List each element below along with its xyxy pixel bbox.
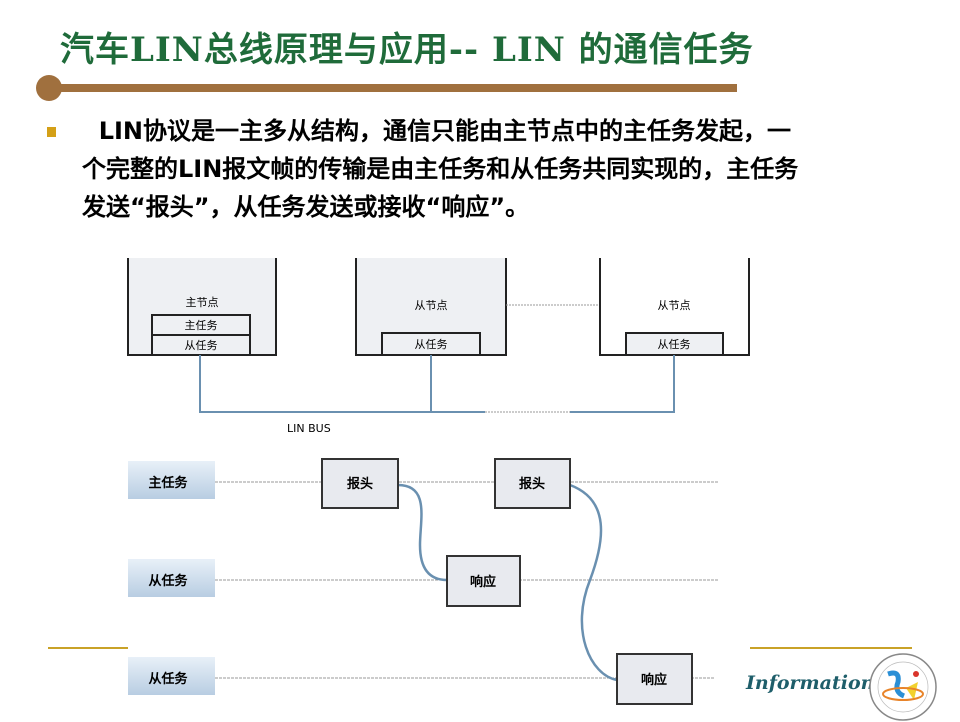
- school-logo: [869, 653, 937, 721]
- slave-node-1: 从节点 从任务: [355, 258, 507, 356]
- slide-title: 汽车LIN总线原理与应用-- LIN 的通信任务: [60, 30, 754, 70]
- header-box: [321, 458, 399, 509]
- footer-line-right: [750, 647, 912, 649]
- header-label: 报头: [519, 476, 545, 492]
- lin-bus-label: LIN BUS: [287, 422, 331, 435]
- slave-task-label: 从任务: [658, 338, 691, 351]
- master-node: 主节点 主任务 从任务: [127, 258, 277, 356]
- response-label: 响应: [470, 574, 496, 590]
- body-line: 发送“报头”，从任务发送或接收“响应”。: [82, 193, 530, 221]
- header-box: [494, 458, 571, 509]
- footer-text: Information: [746, 672, 875, 694]
- title-rule: [40, 84, 737, 92]
- lin-bus: [199, 355, 675, 413]
- transfer-curves: [397, 483, 618, 682]
- bullet-icon: [47, 127, 56, 137]
- body-line: 个完整的LIN报文帧的传输是由主任务和从任务共同实现的，主任务: [82, 155, 799, 183]
- slave-task-label: 从任务: [185, 339, 218, 352]
- body-line: LIN协议是一主多从结构，通信只能由主节点中的主任务发起，一: [82, 117, 792, 145]
- footer-line-left: [48, 647, 128, 649]
- master-node-label: 主节点: [186, 296, 219, 309]
- row-label: 从任务: [148, 573, 188, 589]
- body-text: LIN协议是一主多从结构，通信只能由主节点中的主任务发起，一 个完整的LIN报文…: [82, 112, 902, 226]
- master-task-label: 主任务: [185, 319, 218, 332]
- response-box: [446, 555, 521, 607]
- header-label: 报头: [347, 476, 373, 492]
- slave-task-label: 从任务: [415, 338, 448, 351]
- response-box: [616, 653, 693, 705]
- row-label: 从任务: [148, 671, 188, 687]
- row-label: 主任务: [148, 475, 188, 491]
- slave-node-2: 从节点 从任务: [599, 258, 750, 356]
- response-label: 响应: [641, 672, 667, 688]
- row-labels: 主任务 从任务 从任务: [128, 461, 215, 695]
- slave-node-label: 从节点: [658, 299, 691, 312]
- slave-node-label: 从节点: [415, 299, 448, 312]
